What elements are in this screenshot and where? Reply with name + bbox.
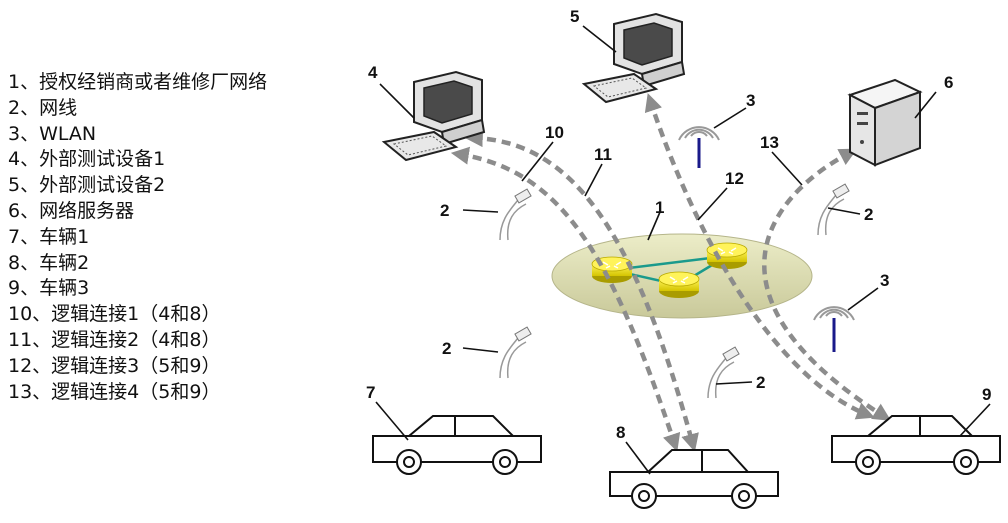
wlan-antenna-icon — [813, 306, 855, 352]
ethernet-cable-icon — [817, 183, 850, 236]
ethernet-cable-icon — [499, 326, 532, 379]
ethernet-cable-icon — [707, 346, 740, 399]
callout-2: 2 — [442, 339, 451, 358]
server-icon — [847, 78, 923, 167]
legend-item-10: 10、逻辑连接1（4和8） — [8, 303, 221, 326]
callout-12: 12 — [725, 169, 744, 188]
computer-icon — [381, 70, 486, 162]
legend-item-7: 7、车辆1 — [8, 225, 90, 248]
legend-item-13: 13、逻辑连接4（5和9） — [8, 380, 221, 403]
callout-2: 2 — [864, 205, 873, 224]
legend-item-1: 1、授权经销商或者维修厂网络 — [8, 71, 268, 93]
legend-item-4: 4、外部测试设备1 — [8, 148, 166, 171]
legend-item-9: 9、车辆3 — [8, 277, 90, 300]
computer-icon — [581, 12, 686, 104]
car-icon — [609, 449, 779, 509]
callout-4: 4 — [368, 63, 378, 82]
callout-3: 3 — [746, 91, 755, 110]
callout-2: 2 — [440, 201, 449, 220]
legend-item-12: 12、逻辑连接3（5和9） — [8, 354, 221, 377]
router-icon — [706, 242, 748, 269]
car-icon — [372, 415, 542, 475]
callout-10: 10 — [545, 123, 564, 142]
ethernet-cable-icon — [499, 188, 532, 241]
callout-1: 1 — [655, 198, 664, 217]
callout-3: 3 — [880, 271, 889, 290]
callout-11: 11 — [594, 145, 612, 164]
leader-lines — [375, 25, 991, 475]
legend-item-2: 2、网线 — [8, 96, 78, 119]
router-icon — [658, 271, 700, 298]
logical-connection-4 — [762, 148, 892, 421]
legend-list: 1、授权经销商或者维修厂网络 2、网线 3、WLAN 4、外部测试设备1 5、外… — [8, 70, 267, 405]
callout-8: 8 — [616, 423, 625, 442]
legend-item-5: 5、外部测试设备2 — [8, 174, 166, 197]
callout-6: 6 — [944, 73, 953, 92]
callout-7: 7 — [366, 383, 375, 402]
callout-5: 5 — [570, 7, 579, 26]
wlan-antenna-icon — [678, 126, 720, 168]
car-icon — [831, 415, 1001, 475]
legend-item-6: 6、网络服务器 — [8, 199, 135, 222]
logical-connection-3 — [644, 93, 875, 420]
legend-item-3: 3、WLAN — [8, 122, 97, 145]
callout-9: 9 — [982, 385, 991, 404]
legend-item-11: 11、逻辑连接2（4和8） — [8, 328, 221, 351]
legend-item-8: 8、车辆2 — [8, 251, 90, 274]
callout-13: 13 — [760, 133, 779, 152]
callout-2: 2 — [756, 373, 765, 392]
